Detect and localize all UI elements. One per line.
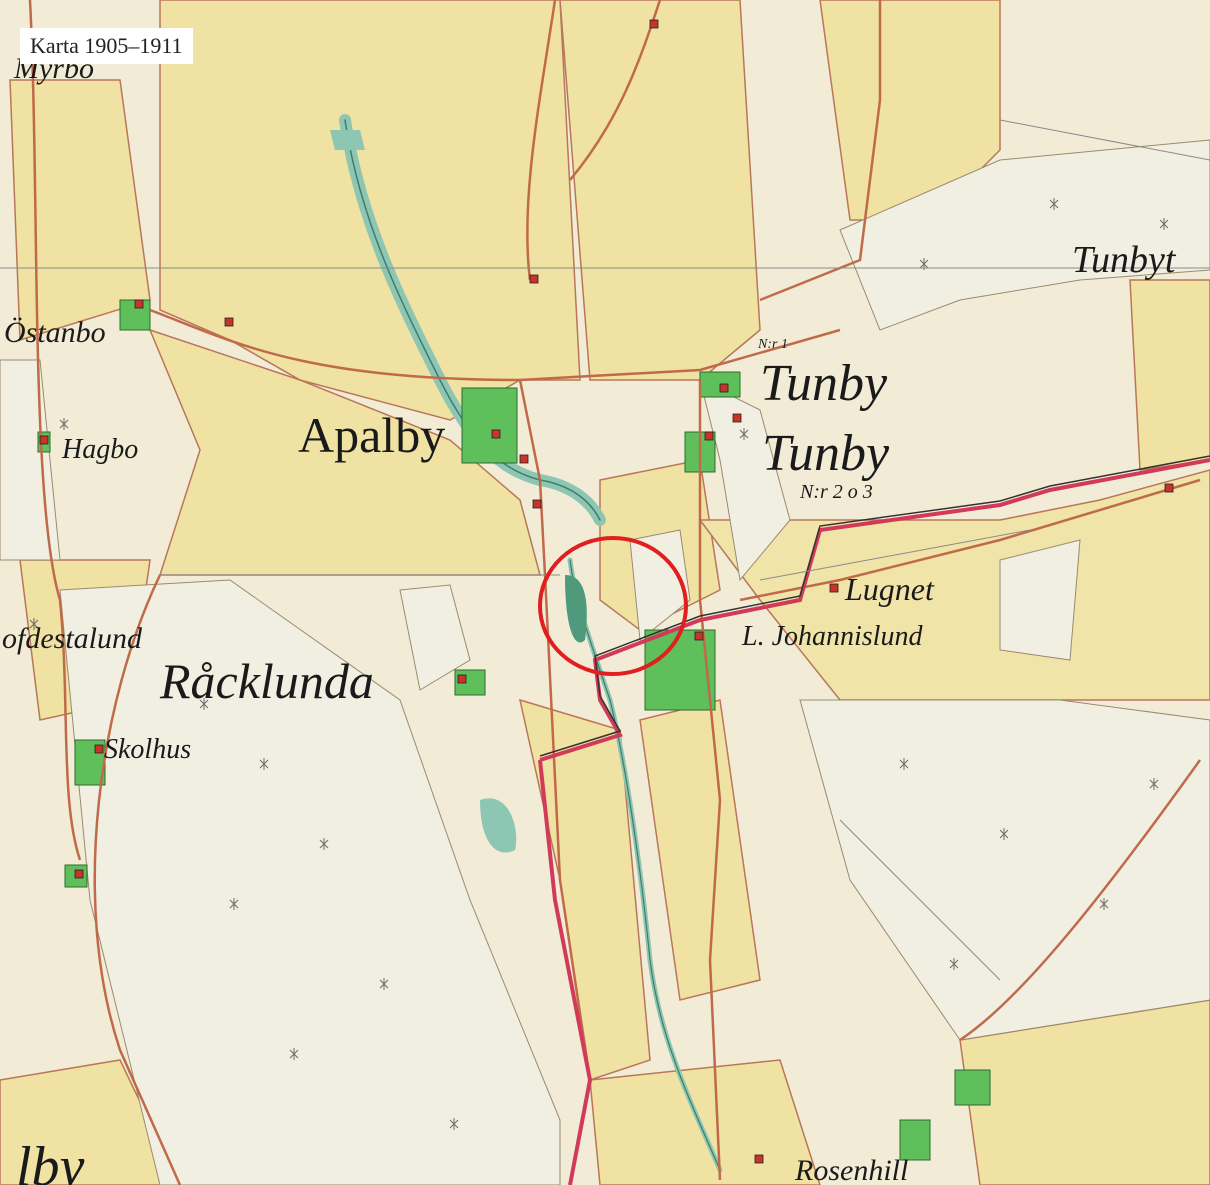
label-apalby: Apalby: [298, 407, 445, 463]
map-caption: Karta 1905–1911: [20, 28, 193, 64]
highlight-circle: [538, 536, 688, 676]
label-racklunda: Råcklunda: [159, 653, 374, 709]
label-lugnet: Lugnet: [844, 571, 935, 607]
plot-lines: [0, 119, 1210, 981]
forest-areas: [0, 139, 1210, 1185]
label-tunby-1: Tunby: [760, 355, 888, 412]
parish-border: [538, 455, 1210, 1185]
label-lby: lby: [16, 1136, 85, 1185]
wetland-south: [480, 798, 517, 853]
tree-symbols: [29, 198, 1169, 1130]
label-rosenhill: Rosenhill: [794, 1154, 908, 1185]
label-nr1: N:r 1: [757, 337, 788, 352]
label-nr23: N:r 2 o 3: [799, 481, 873, 503]
label-skolhus: Skolhus: [104, 734, 191, 765]
label-tunby-2: Tunby: [762, 425, 890, 482]
river: [339, 114, 723, 1173]
buildings: [39, 19, 1174, 1164]
label-johannislund: L. Johannislund: [741, 621, 923, 652]
place-labels: Myrbo Östanbo Hagbo Apalby N:r 1 Tunby T…: [2, 52, 1177, 1185]
label-hagbo: Hagbo: [61, 434, 138, 465]
label-hofdestalund: ofdestalund: [2, 622, 143, 655]
label-ostanbo: Östanbo: [4, 316, 106, 349]
label-tunbytorp: Tunbyt: [1072, 239, 1177, 281]
wetland: [565, 575, 587, 643]
pond: [330, 130, 365, 150]
